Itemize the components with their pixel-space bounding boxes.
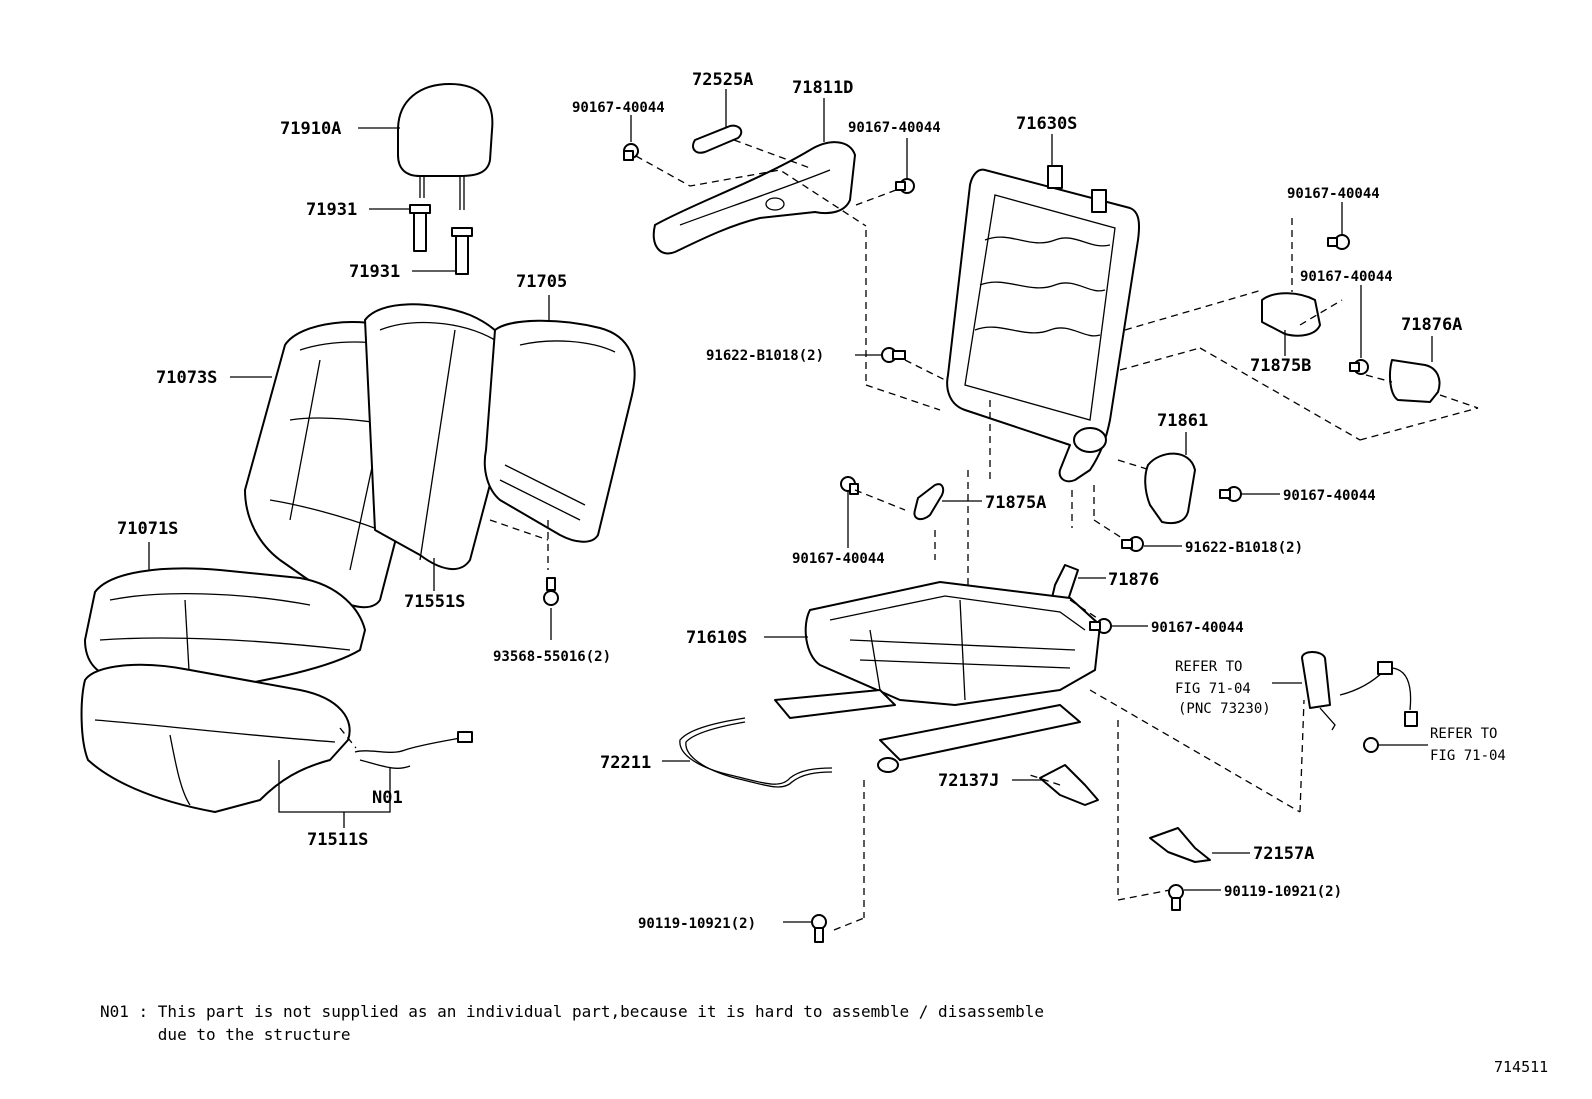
part-label-71861: 71861 bbox=[1157, 411, 1208, 431]
refer-to-2-line-1: REFER TO bbox=[1430, 726, 1497, 742]
bolt-icon bbox=[811, 914, 827, 943]
part-label-72157A: 72157A bbox=[1253, 844, 1314, 864]
part-label-71511S: 71511S bbox=[307, 830, 368, 850]
part-label-90167-40044-b: 90167-40044 bbox=[848, 120, 941, 136]
part-label-71073S: 71073S bbox=[156, 368, 217, 388]
bolt-icon bbox=[1363, 737, 1379, 753]
wire-harness-drawing bbox=[354, 731, 473, 769]
part-label-71931-upper: 71931 bbox=[306, 200, 357, 220]
part-label-71876: 71876 bbox=[1108, 570, 1159, 590]
part-label-72525A: 72525A bbox=[692, 70, 753, 90]
footnote: N01 : This part is not supplied as an in… bbox=[100, 1000, 1044, 1046]
headrest-guide-drawing bbox=[409, 204, 473, 275]
knob-drawing bbox=[692, 124, 743, 154]
part-label-93568-55016: 93568-55016(2) bbox=[493, 649, 611, 665]
bolt-icon bbox=[1089, 618, 1112, 634]
recliner-cover-71861-drawing bbox=[1144, 452, 1196, 525]
part-label-71931-lower: 71931 bbox=[349, 262, 400, 282]
side-shield-drawing bbox=[652, 141, 856, 255]
seatback-frame-drawing bbox=[946, 165, 1140, 483]
part-label-71705: 71705 bbox=[516, 272, 567, 292]
bolt-icon bbox=[1349, 359, 1369, 375]
part-label-71630S: 71630S bbox=[1016, 114, 1077, 134]
assembly-dashed-lines bbox=[339, 139, 1479, 931]
bolt-icon bbox=[623, 143, 639, 161]
bolt-icon bbox=[1168, 884, 1184, 911]
cover-72157A-drawing bbox=[1149, 827, 1211, 863]
part-label-90167-40044-e: 90167-40044 bbox=[1283, 488, 1376, 504]
recliner-cover-outer-drawing bbox=[1389, 359, 1441, 403]
bolt-icon bbox=[881, 347, 906, 363]
cover-72137J-drawing bbox=[1039, 764, 1099, 806]
recliner-cover-inner-drawing bbox=[1261, 292, 1321, 337]
bolt-icon bbox=[1327, 234, 1350, 250]
part-label-90119-10921-a: 90119-10921(2) bbox=[638, 916, 756, 932]
part-label-72137J: 72137J bbox=[938, 771, 999, 791]
part-label-71910A: 71910A bbox=[280, 119, 341, 139]
part-label-N01: N01 bbox=[372, 788, 403, 808]
bracket-71876-drawing bbox=[1051, 564, 1079, 601]
cover-71875A-drawing bbox=[913, 483, 945, 521]
part-label-71610S: 71610S bbox=[686, 628, 747, 648]
part-label-71875A: 71875A bbox=[985, 493, 1046, 513]
part-label-91622-B1018-b: 91622-B1018(2) bbox=[1185, 540, 1303, 556]
bolt-icon bbox=[895, 178, 915, 194]
bolt-icon bbox=[1219, 486, 1242, 502]
part-label-71071S: 71071S bbox=[117, 519, 178, 539]
refer-to-2-line-2: FIG 71-04 bbox=[1430, 748, 1506, 764]
part-label-90167-40044-g: 90167-40044 bbox=[1151, 620, 1244, 636]
part-label-90167-40044-f: 90167-40044 bbox=[792, 551, 885, 567]
refer-to-line-3: (PNC 73230) bbox=[1178, 701, 1271, 717]
part-label-90167-40044-d: 90167-40044 bbox=[1300, 269, 1393, 285]
footnote-line-1: N01 : This part is not supplied as an in… bbox=[100, 1002, 1045, 1021]
leader-lines bbox=[148, 89, 1433, 923]
figure-id: 714511 bbox=[1494, 1058, 1549, 1076]
part-label-71811D: 71811D bbox=[792, 78, 853, 98]
part-label-71551S: 71551S bbox=[404, 592, 465, 612]
seatback-board-drawing bbox=[483, 319, 636, 543]
part-label-90167-40044-c: 90167-40044 bbox=[1287, 186, 1380, 202]
bolt-icon bbox=[840, 476, 859, 495]
part-label-90167-40044-a: 90167-40044 bbox=[572, 100, 665, 116]
headrest-drawing bbox=[397, 83, 494, 210]
part-label-72211: 72211 bbox=[600, 753, 651, 773]
seat-belt-buckle-drawing bbox=[1301, 651, 1418, 731]
footnote-line-2: due to the structure bbox=[100, 1025, 351, 1044]
part-label-71875B: 71875B bbox=[1250, 356, 1311, 376]
bolt-icon bbox=[1121, 536, 1144, 552]
part-label-71876A: 71876A bbox=[1401, 315, 1462, 335]
refer-to-line-2: FIG 71-04 bbox=[1175, 681, 1251, 697]
part-label-91622-B1018-a: 91622-B1018(2) bbox=[706, 348, 824, 364]
seat-adjuster-drawing bbox=[774, 581, 1101, 773]
part-label-90119-10921-b: 90119-10921(2) bbox=[1224, 884, 1342, 900]
bolt-icon bbox=[543, 577, 559, 606]
seat-cushion-pad-drawing bbox=[80, 663, 351, 813]
refer-to-line-1: REFER TO bbox=[1175, 659, 1242, 675]
wire-72211-drawing bbox=[679, 717, 833, 788]
